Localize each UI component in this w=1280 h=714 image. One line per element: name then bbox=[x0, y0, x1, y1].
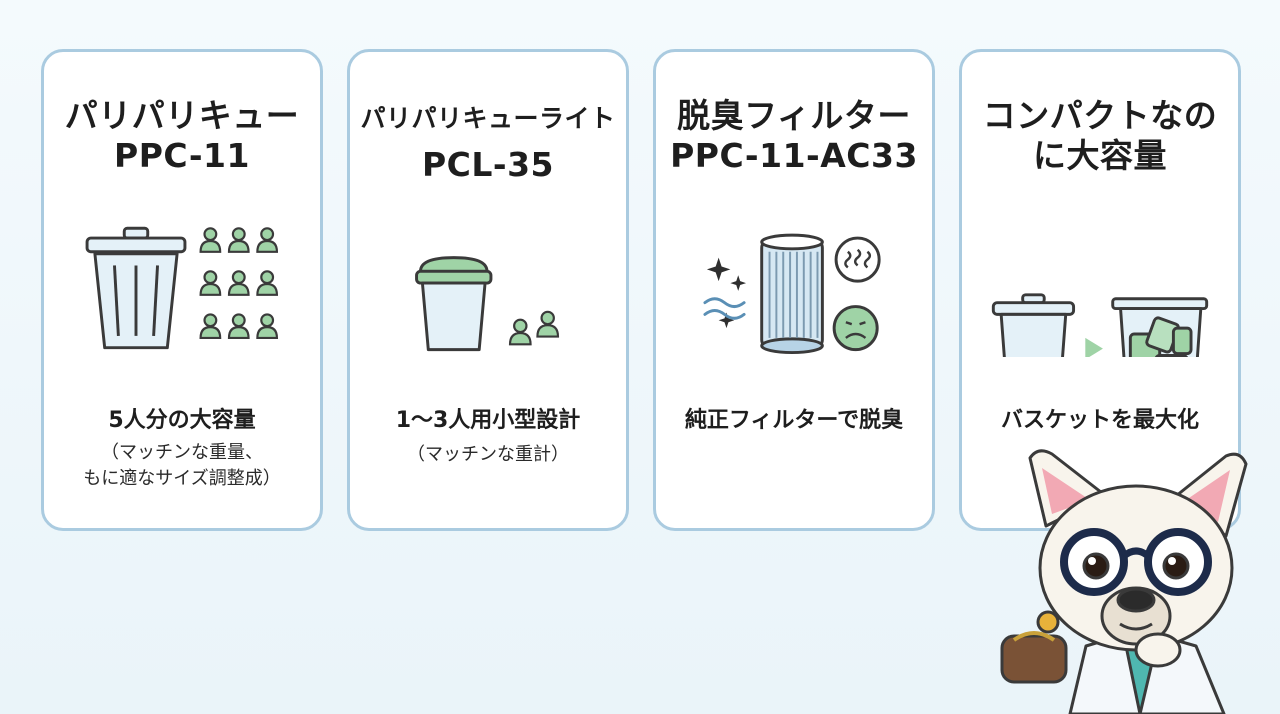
card2-illustration bbox=[415, 256, 560, 352]
two-people-icon bbox=[508, 310, 560, 346]
card-note-line1: （マッチンな重計） bbox=[407, 444, 569, 465]
product-card-ppc-11: パリパリキュー PPC-11 5人分の大容量 （マッチンな重量、 もに適なサイズ… bbox=[41, 49, 323, 531]
card-title-line1: 脱臭フィルター bbox=[677, 96, 911, 135]
small-trash-bin-icon bbox=[415, 256, 493, 352]
card-title: 脱臭フィルター PPC-11-AC33 bbox=[656, 96, 932, 177]
card-title-line1: パリパリキュー bbox=[64, 96, 300, 135]
card3-illustration bbox=[703, 233, 881, 355]
sparkle-icon bbox=[706, 257, 747, 329]
product-card-compact: コンパクトなの に大容量 バスケットを最大化 bbox=[959, 49, 1241, 531]
card-title: パリパリキュー PPC-11 bbox=[44, 96, 320, 177]
card-title-line1: パリパリキューライト bbox=[360, 104, 616, 133]
trash-bin-icon bbox=[85, 226, 187, 350]
full-basket-icon bbox=[1111, 297, 1209, 357]
unhappy-face-icon bbox=[832, 305, 879, 352]
card-title: コンパクトなの に大容量 bbox=[962, 96, 1238, 177]
card-note-line2: もに適なサイズ調整成） bbox=[83, 468, 281, 490]
card-note: （マッチンな重計） bbox=[350, 442, 626, 468]
bulldog-mascot-icon bbox=[1000, 449, 1248, 714]
smell-bubble-icon bbox=[834, 236, 881, 283]
card-title-line2: PCL-35 bbox=[421, 144, 555, 184]
card4-illustration bbox=[991, 293, 1209, 357]
card-caption: バスケットを最大化 bbox=[1000, 408, 1199, 433]
card-title-line1: コンパクトなの bbox=[982, 96, 1218, 135]
card-caption: 純正フィルターで脱臭 bbox=[684, 408, 904, 433]
card-title-line2: に大容量 bbox=[1033, 136, 1167, 176]
air-waves bbox=[703, 297, 746, 320]
card-title-line2: PPC-11-AC33 bbox=[670, 136, 918, 176]
card-title: パリパリキューライト PCL-35 bbox=[350, 100, 626, 190]
card-note-line1: （マッチンな重量、 bbox=[101, 442, 263, 463]
card-note: （マッチンな重量、 もに適なサイズ調整成） bbox=[44, 440, 320, 492]
card1-illustration bbox=[85, 226, 279, 350]
arrow-right-icon bbox=[1085, 337, 1103, 357]
card-title-line2: PPC-11 bbox=[114, 136, 250, 176]
product-card-pcl-35: パリパリキューライト PCL-35 1〜3人用小型設計 （マッチンな重計） bbox=[347, 49, 629, 531]
filter-cartridge-icon bbox=[760, 233, 824, 355]
product-card-filter: 脱臭フィルター PPC-11-AC33 純正フィルターで脱臭 bbox=[653, 49, 935, 531]
card-caption: 5人分の大容量 bbox=[108, 408, 256, 433]
card-caption: 1〜3人用小型設計 bbox=[395, 408, 581, 433]
people-group-icon bbox=[199, 227, 279, 339]
trash-bin-icon bbox=[991, 293, 1076, 357]
